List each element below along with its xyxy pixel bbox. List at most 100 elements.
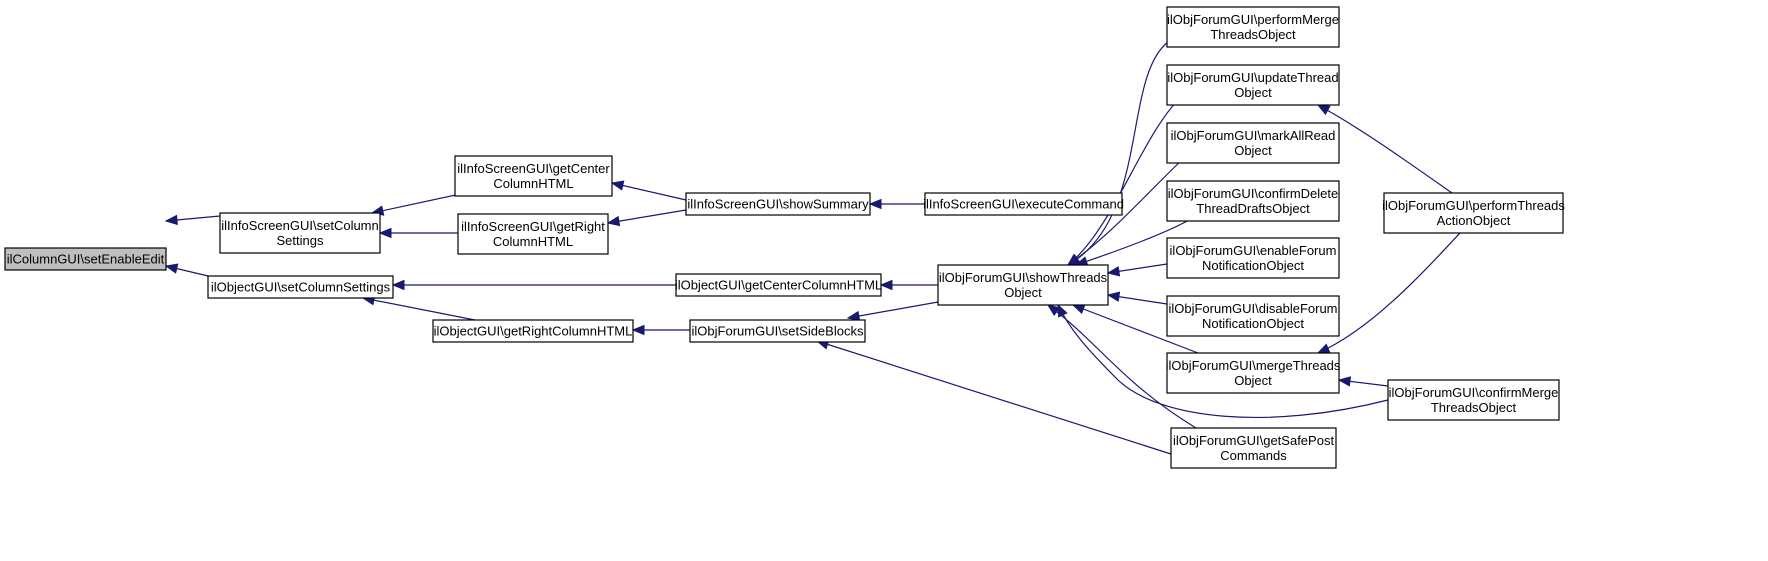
graph-node[interactable]: ilObjectGUI\getRightColumnHTML	[432, 319, 634, 343]
node-box	[1166, 295, 1340, 337]
node-label: Object	[1234, 373, 1272, 388]
node-label: ilObjForumGUI\getSafePost	[1173, 433, 1335, 448]
node-box	[1166, 64, 1340, 106]
graph-node[interactable]: ilObjectGUI\getCenterColumnHTML	[675, 273, 882, 297]
node-label: ThreadsObject	[1210, 27, 1296, 42]
arrowhead	[1046, 304, 1061, 317]
node-label: ThreadsObject	[1431, 400, 1517, 415]
edge-line	[1317, 104, 1453, 194]
edge-n11-n10	[1066, 41, 1169, 266]
edge-line	[847, 301, 939, 319]
edge-line	[1057, 304, 1389, 419]
arrowhead	[1106, 266, 1121, 277]
edge-n13-n10	[1066, 157, 1185, 266]
node-box	[4, 247, 167, 271]
node-label: ilObjectGUI\getRightColumnHTML	[434, 324, 633, 339]
arrowhead	[391, 279, 405, 291]
arrowhead	[164, 214, 178, 226]
node-label: ilObjForumGUI\performThreads	[1382, 198, 1565, 213]
arrowhead	[868, 198, 882, 210]
edge-n3-n1	[370, 192, 466, 216]
edge-line	[607, 209, 687, 224]
node-label: NotificationObject	[1202, 258, 1304, 273]
node-box	[1166, 6, 1340, 48]
graph-node[interactable]: ilObjForumGUI\setSideBlocks	[689, 319, 866, 343]
edge-n6-n4	[606, 209, 687, 227]
arrowhead	[1316, 343, 1331, 354]
node-label: ActionObject	[1437, 213, 1511, 228]
node-label: Commands	[1220, 448, 1287, 463]
edge-line	[1072, 304, 1199, 354]
graph-node[interactable]: ilInfoScreenGUI\getCenterColumnHTML	[454, 155, 613, 197]
graph-node[interactable]: ilInfoScreenGUI\setColumnSettings	[219, 212, 381, 254]
edge-n7-n2	[391, 279, 676, 291]
edge-n8-n5	[631, 324, 690, 336]
node-label: Object	[1004, 285, 1042, 300]
call-graph-nodes: ilColumnGUI\setEnableEdit ilInfoScreenGUI…	[4, 6, 1565, 469]
edge-n4-n1	[378, 227, 458, 239]
node-label: ilObjectGUI\getCenterColumnHTML	[675, 278, 882, 293]
arrowhead	[378, 227, 392, 239]
graph-node[interactable]: ilInfoScreenGUI\getRightColumnHTML	[457, 213, 609, 255]
edge-n10-n7	[879, 279, 938, 291]
node-label: ilObjForumGUI\showThreads	[939, 270, 1108, 285]
node-label: ilObjForumGUI\setSideBlocks	[692, 324, 864, 339]
node-label: ilInfoScreenGUI\showSummary	[687, 197, 869, 212]
edge-n19-n12	[1316, 104, 1453, 194]
arrowhead	[606, 215, 621, 227]
edge-n6-n3	[610, 180, 687, 201]
arrowhead	[846, 310, 861, 322]
node-box	[937, 264, 1109, 306]
arrowhead	[1106, 291, 1121, 302]
graph-node[interactable]: ilObjForumGUI\confirmDeleteThreadDraftsO…	[1166, 180, 1340, 222]
node-label: ColumnHTML	[493, 234, 573, 249]
node-label: ilInfoScreenGUI\executeCommand	[923, 197, 1124, 212]
node-box	[1166, 237, 1340, 279]
edge-n10-n8	[846, 301, 939, 322]
node-label: ilObjForumGUI\enableForum	[1170, 243, 1337, 258]
edge-n5-n2	[361, 295, 476, 321]
edge-n12-n10	[1066, 99, 1179, 266]
node-box	[219, 212, 381, 254]
arrowhead	[1066, 254, 1081, 266]
node-label: ilInfoScreenGUI\getCenter	[457, 161, 610, 176]
node-label: ilObjForumGUI\disableForum	[1168, 301, 1337, 316]
graph-node[interactable]: ilInfoScreenGUI\executeCommand	[923, 192, 1124, 216]
graph-node[interactable]: ilObjForumGUI\disableForumNotificationOb…	[1166, 295, 1340, 337]
node-box	[432, 319, 634, 343]
graph-node[interactable]: ilObjForumGUI\enableForumNotificationObj…	[1166, 237, 1340, 279]
node-box	[685, 192, 871, 216]
arrowhead	[1337, 376, 1352, 387]
node-box	[1383, 192, 1564, 234]
root-node[interactable]: ilColumnGUI\setEnableEdit	[4, 247, 167, 271]
edge-line	[1317, 232, 1461, 354]
node-label: ilColumnGUI\setEnableEdit	[7, 252, 165, 267]
node-label: ilInfoScreenGUI\getRight	[461, 219, 605, 234]
edge-n17-n10	[1071, 304, 1199, 354]
node-box	[454, 155, 613, 197]
node-box	[1166, 122, 1340, 164]
arrowhead	[610, 180, 625, 191]
node-label: Object	[1234, 85, 1272, 100]
node-label: ilObjForumGUI\mergeThreads	[1166, 358, 1341, 373]
node-box	[1387, 379, 1560, 421]
graph-node[interactable]: ilInfoScreenGUI\showSummary	[685, 192, 871, 216]
node-box	[675, 273, 882, 297]
node-box	[1170, 427, 1337, 469]
edge-n15-n10	[1106, 263, 1168, 277]
arrowhead	[1316, 104, 1331, 116]
arrowhead	[1071, 304, 1086, 315]
edge-line	[1067, 157, 1185, 266]
node-box	[457, 213, 609, 255]
graph-node[interactable]: ilObjectGUI\setColumnSettings	[207, 275, 394, 299]
edge-line	[816, 340, 1172, 455]
